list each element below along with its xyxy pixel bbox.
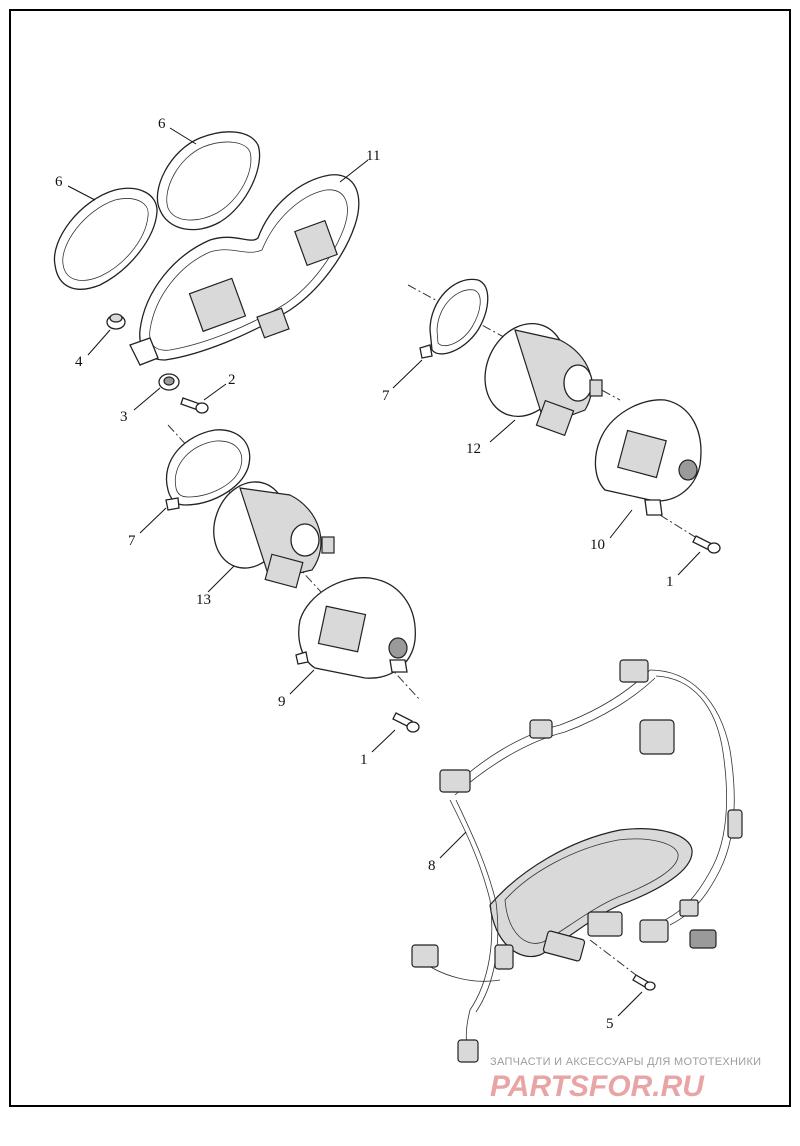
- callout-4: 4: [75, 354, 83, 370]
- part-13-gauge: [213, 481, 335, 589]
- part-3-grommet: [158, 373, 180, 391]
- part-6-lens-gasket-right: [156, 131, 261, 231]
- callout-3: 3: [120, 409, 128, 425]
- callout-8: 8: [428, 858, 436, 874]
- callout-6-left: 6: [55, 174, 63, 190]
- callout-13: 13: [196, 592, 211, 608]
- callout-1-lower: 1: [360, 752, 368, 768]
- callout-7-upper: 7: [382, 388, 390, 404]
- callout-12: 12: [466, 441, 481, 457]
- watermark-logo: PARTSFOR.RU: [490, 1070, 705, 1103]
- callout-2: 2: [228, 372, 236, 388]
- callout-6-upper: 6: [158, 116, 166, 132]
- part-7-gasket-lower: [165, 429, 251, 511]
- callout-9: 9: [278, 694, 286, 710]
- part-7-gasket-upper: [419, 278, 489, 359]
- part-1-screw-lower: [392, 712, 420, 733]
- part-6-lens-gasket-left: [53, 187, 158, 290]
- part-5-screw: [632, 974, 656, 991]
- part-4-grommet: [106, 313, 126, 330]
- part-12-gauge: [484, 322, 603, 437]
- callout-10: 10: [590, 537, 605, 553]
- part-8-wiring-harness: [411, 659, 743, 1063]
- callout-1-upper: 1: [666, 574, 674, 590]
- part-9-gauge-housing: [295, 577, 416, 679]
- part-11-housing: [129, 174, 360, 366]
- part-1-screw-upper: [692, 535, 721, 554]
- callout-11: 11: [366, 148, 380, 164]
- part-10-gauge-housing: [594, 399, 702, 516]
- callout-7-lower: 7: [128, 533, 136, 549]
- watermark-text: ЗАПЧАСТИ И АКСЕССУАРЫ ДЛЯ МОТОТЕХНИКИ: [490, 1056, 761, 1068]
- part-2-screw: [180, 397, 209, 414]
- callout-5: 5: [606, 1016, 614, 1032]
